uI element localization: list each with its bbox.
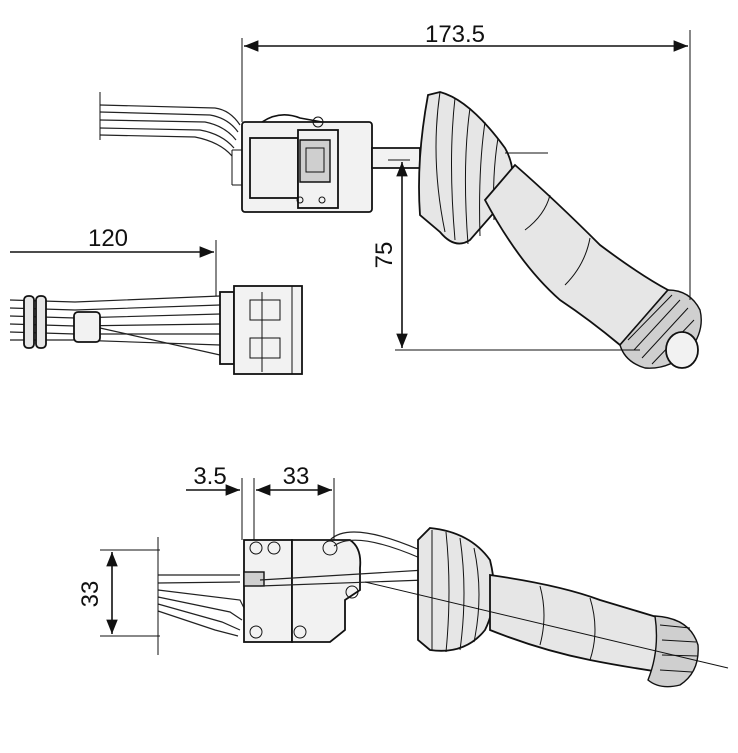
wire-loop-bottom (259, 531, 426, 587)
label-body-width: 33 (283, 463, 310, 490)
label-offset: 3.5 (193, 463, 226, 490)
dimension-lever-height: 75 (371, 159, 640, 351)
dimension-offset-and-width: 3.5 33 (186, 463, 335, 540)
switch-housing-top (231, 114, 373, 213)
shaft-top (371, 147, 421, 169)
centerline-bottom (364, 581, 729, 669)
lever-handle-top (483, 163, 670, 347)
knurled-tip-bottom (647, 615, 699, 688)
dimension-overall-length: 173.5 (241, 21, 691, 300)
connector-housing (219, 285, 303, 375)
label-body-height: 33 (77, 581, 104, 608)
cable-sleeve (73, 311, 101, 343)
side-view (99, 91, 702, 369)
dimension-cable-length: 120 (10, 225, 217, 296)
label-cable-length: 120 (88, 225, 128, 252)
switch-housing-bottom (243, 539, 362, 643)
label-overall-length: 173.5 (425, 21, 485, 48)
rubber-boot-bottom (417, 527, 495, 653)
lever-handle-bottom (489, 573, 661, 674)
cable-clamp-1 (23, 295, 35, 349)
label-lever-height: 75 (371, 242, 398, 269)
dimension-body-height: 33 (77, 549, 160, 637)
plan-view (157, 527, 729, 688)
wire-bundle-bottom (157, 537, 246, 655)
cable-clamp-2 (35, 295, 47, 349)
wire-bundle-top (99, 92, 241, 157)
connector-assembly (9, 285, 303, 375)
